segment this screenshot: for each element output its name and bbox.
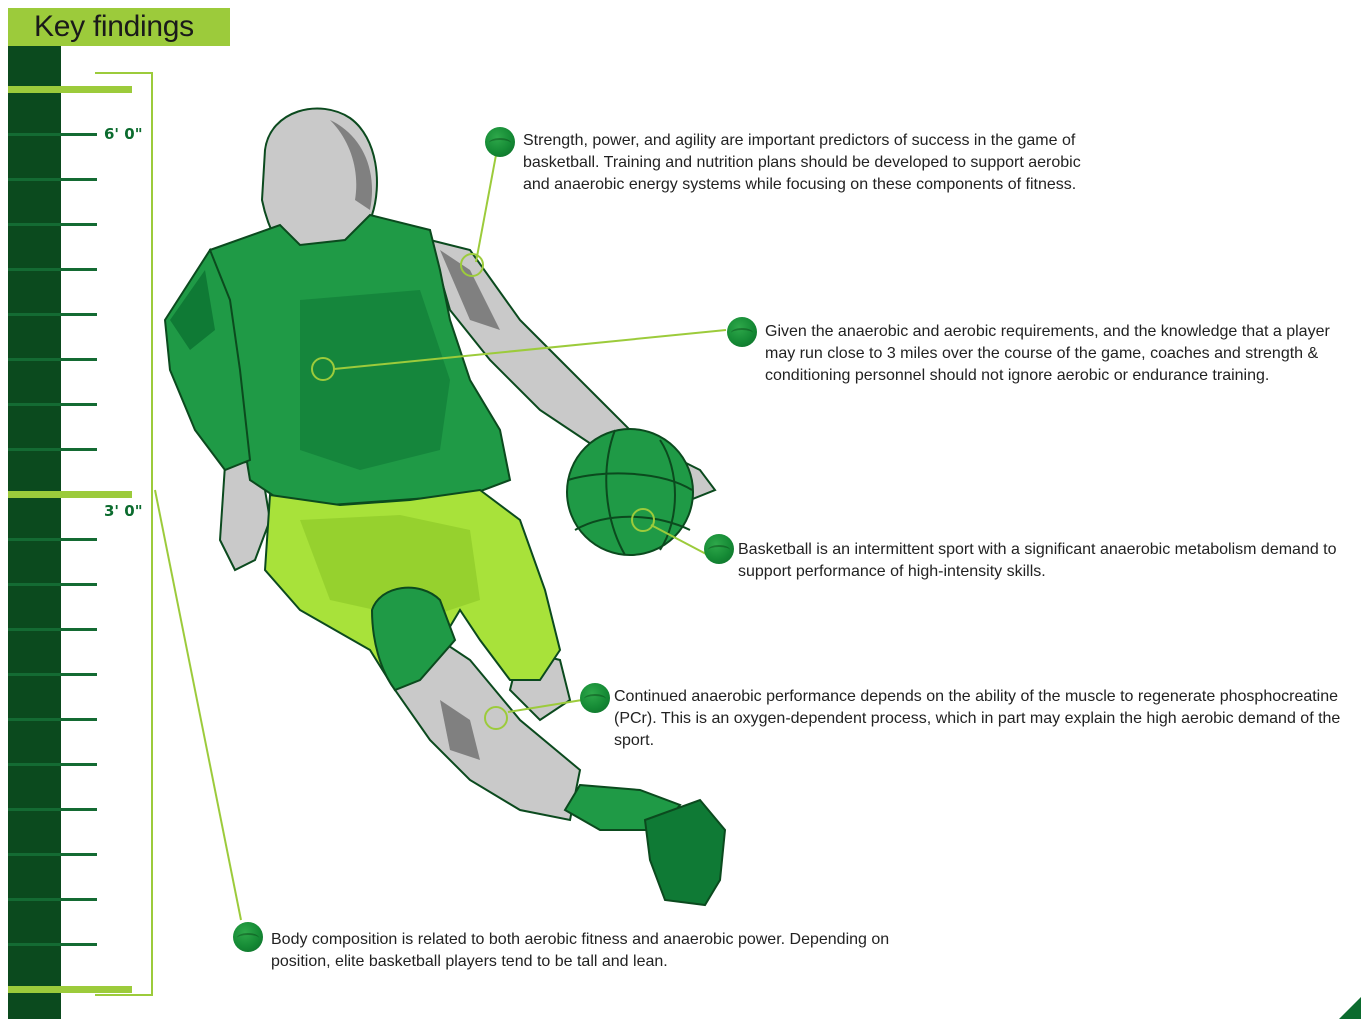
corner-triangle-decoration bbox=[1339, 997, 1361, 1019]
ruler-tick bbox=[8, 583, 97, 586]
ruler-tick bbox=[8, 898, 97, 901]
ruler-tick bbox=[8, 673, 97, 676]
ruler-tick bbox=[8, 223, 97, 226]
page-title: Key findings bbox=[8, 8, 230, 46]
ruler-tick bbox=[8, 628, 97, 631]
ruler-major-tick bbox=[8, 986, 132, 993]
ruler-tick bbox=[8, 358, 97, 361]
finding-bullet-icon bbox=[727, 317, 757, 347]
finding-bullet-icon bbox=[233, 922, 263, 952]
ruler-tick bbox=[8, 538, 97, 541]
height-ruler bbox=[8, 46, 61, 1019]
finding-bullet-icon bbox=[485, 127, 515, 157]
callout-lines bbox=[154, 154, 727, 921]
finding-intermittent-sport: Basketball is an intermittent sport with… bbox=[738, 541, 1337, 580]
ruler-tick bbox=[8, 178, 97, 181]
ruler-major-tick bbox=[8, 491, 132, 498]
player-shorts bbox=[263, 488, 562, 692]
height-bracket bbox=[95, 72, 153, 996]
ruler-tick bbox=[8, 853, 97, 856]
finding-strength-power-agility: Strength, power, and agility are importa… bbox=[523, 132, 1081, 193]
finding-aerobic-training: Given the anaerobic and aerobic requirem… bbox=[765, 323, 1330, 384]
height-label-6ft: 6' 0" bbox=[104, 125, 143, 143]
player-shoe bbox=[563, 783, 727, 907]
player-jersey bbox=[163, 213, 512, 507]
finding-body-composition: Body composition is related to both aero… bbox=[271, 931, 890, 970]
finding-bullet-icon bbox=[580, 683, 610, 713]
ruler-tick bbox=[8, 403, 97, 406]
ruler-tick bbox=[8, 448, 97, 451]
finding-phosphocreatine: Continued anaerobic performance depends … bbox=[614, 688, 1341, 749]
ruler-tick bbox=[8, 313, 97, 316]
height-label-3ft: 3' 0" bbox=[104, 502, 143, 520]
ruler-tick bbox=[8, 763, 97, 766]
ruler-tick bbox=[8, 943, 97, 946]
basketball-icon bbox=[566, 428, 694, 556]
ruler-tick bbox=[8, 808, 97, 811]
finding-bullet-icon bbox=[704, 534, 734, 564]
ruler-tick bbox=[8, 718, 97, 721]
ruler-tick bbox=[8, 133, 97, 136]
ruler-tick bbox=[8, 268, 97, 271]
ruler-major-tick bbox=[8, 86, 132, 93]
